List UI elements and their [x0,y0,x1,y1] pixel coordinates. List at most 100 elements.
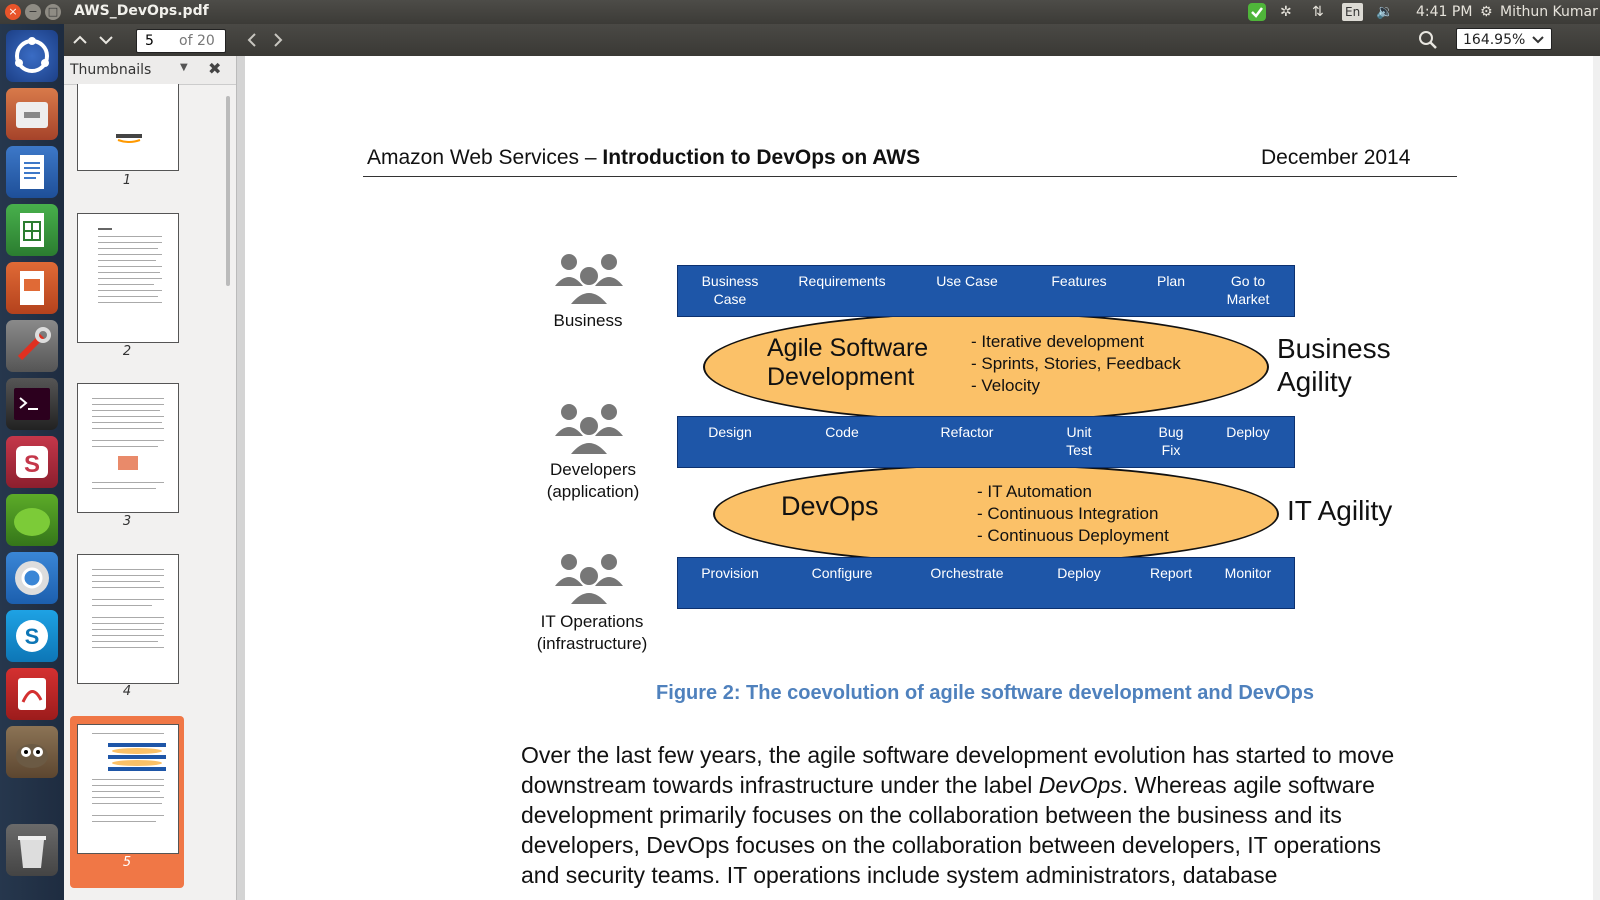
thumbnail-page-1[interactable] [77,84,179,171]
thumbnail-page-5[interactable] [77,724,179,854]
bar-item: Refactor [940,424,994,440]
terminal-icon[interactable] [6,378,58,430]
bar-item: Deploy [1057,565,1101,581]
svg-text:S: S [24,451,40,478]
close-sidebar-icon[interactable]: ✖ [208,59,222,78]
top-panel: × − □ AWS_DevOps.pdf ✲ ⇅ En 🔉 4:41 PM ⚙ … [0,0,1600,24]
figure-caption: Figure 2: The coevolution of agile softw… [656,682,1314,704]
sidebar-mode-label[interactable]: Thumbnails [70,62,152,78]
thumbnail-page-2[interactable] [77,213,179,343]
window-title: AWS_DevOps.pdf [74,3,209,19]
bar-item: Use Case [936,273,998,289]
it-agility-label: IT Agility [1287,495,1393,526]
chevron-down-icon [1531,29,1545,58]
next-page-button[interactable] [94,28,118,52]
business-role-label: Business [553,311,623,330]
close-window-button[interactable]: × [5,4,21,20]
bar-item: Orchestrate [930,565,1004,581]
slack-icon[interactable]: S [6,436,58,488]
network-transfer-icon[interactable]: ⇅ [1312,4,1324,20]
bar-item: Features [1051,273,1107,289]
bar-item: Requirements [798,273,886,289]
thumbnail-number: 2 [122,344,132,359]
business-people-icon [555,252,623,312]
bar-item: Provision [701,565,759,581]
developers-role-label: Developers(application) [546,460,640,501]
document-view[interactable]: Amazon Web Services – Introduction to De… [237,56,1600,900]
user-name[interactable]: Mithun Kumar [1500,4,1598,20]
page-header-title: Amazon Web Services – Introduction to De… [367,146,921,169]
body-paragraph: Over the last few years, the agile softw… [521,740,1481,890]
agile-points: - Iterative development - Sprints, Stori… [971,332,1181,395]
calc-icon[interactable] [6,204,58,256]
bar-item: Plan [1156,273,1186,289]
previous-page-button[interactable] [68,28,92,52]
gimp-icon[interactable] [6,726,58,778]
chromium-icon[interactable] [6,552,58,604]
thumbnail-page-3[interactable] [77,383,179,513]
thumbnail-page-4[interactable] [77,554,179,684]
shutter-icon[interactable] [6,494,58,546]
launcher: S S [0,24,64,900]
network-gear-icon[interactable]: ✲ [1280,4,1292,20]
agile-software-development-ellipse [703,312,1269,422]
trash-icon[interactable] [6,824,58,876]
history-back-button[interactable] [240,28,264,52]
page-number-field[interactable]: of 20 [136,29,226,53]
keyboard-language-indicator[interactable]: En [1342,3,1364,21]
page-count: of 20 [179,33,215,49]
toolbar: of 20 164.95% [64,24,1600,56]
zoom-select[interactable]: 164.95% [1456,28,1552,50]
bar-item: Design [708,424,752,440]
thumbnails-sidebar: Thumbnails ▼ ✖ 1 2 3 4 [64,56,237,900]
amazon-logo-thumbnail [116,128,142,143]
bar-item: Report [1149,565,1193,581]
it-operations-role-label: IT Operations(infrastructure) [536,612,648,653]
thumbnail-number: 4 [122,684,132,699]
maximize-window-button[interactable]: □ [45,4,61,20]
body-line: downstream towards infrastructure under … [521,772,1375,798]
history-forward-button[interactable] [266,28,290,52]
body-line: Over the last few years, the agile softw… [521,742,1395,768]
volume-icon[interactable]: 🔉 [1376,4,1394,20]
system-settings-icon[interactable] [6,320,58,372]
document-scrollbar[interactable] [1593,56,1600,900]
sidebar-header: Thumbnails ▼ ✖ [64,56,236,85]
devops-points: - IT Automation - Continuous Integration… [977,482,1169,545]
bar-item: Deploy [1226,424,1270,440]
it-operations-people-icon [555,552,623,612]
devops-ellipse [713,464,1279,564]
sidebar-mode-dropdown-icon[interactable]: ▼ [180,62,188,73]
clock[interactable]: 4:41 PM [1416,4,1473,20]
thumbnail-number: 1 [122,173,132,188]
search-icon[interactable] [1416,28,1440,52]
zoom-value: 164.95% [1463,32,1526,48]
dash-home-icon[interactable] [6,30,58,82]
minimize-window-button[interactable]: − [25,4,41,20]
update-status-icon[interactable] [1248,3,1266,21]
bar-item: Monitor [1224,565,1272,581]
writer-icon[interactable] [6,146,58,198]
settings-gear-icon[interactable]: ⚙ [1480,4,1493,20]
page-header-date: December 2014 [1261,146,1411,169]
sidebar-scrollbar[interactable] [226,96,230,286]
document-viewer-icon[interactable] [6,668,58,720]
developers-people-icon [555,402,623,462]
page-number-input[interactable] [145,32,173,50]
body-line: development primarily focuses on the col… [521,802,1342,828]
pdf-page: Amazon Web Services – Introduction to De… [245,56,1593,900]
impress-icon[interactable] [6,262,58,314]
operations-activities-bar: Provision Configure Orchestrate Deploy R… [677,557,1295,609]
bar-item: Configure [811,565,873,581]
files-icon[interactable] [6,88,58,140]
svg-text:S: S [25,624,40,649]
thumbnail-number: 3 [122,514,132,529]
body-line: developers, DevOps focuses on the collab… [521,832,1382,858]
devops-title: DevOps [781,491,879,521]
skype-icon[interactable]: S [6,610,58,662]
body-line: and security teams. IT operations includ… [521,862,1278,888]
